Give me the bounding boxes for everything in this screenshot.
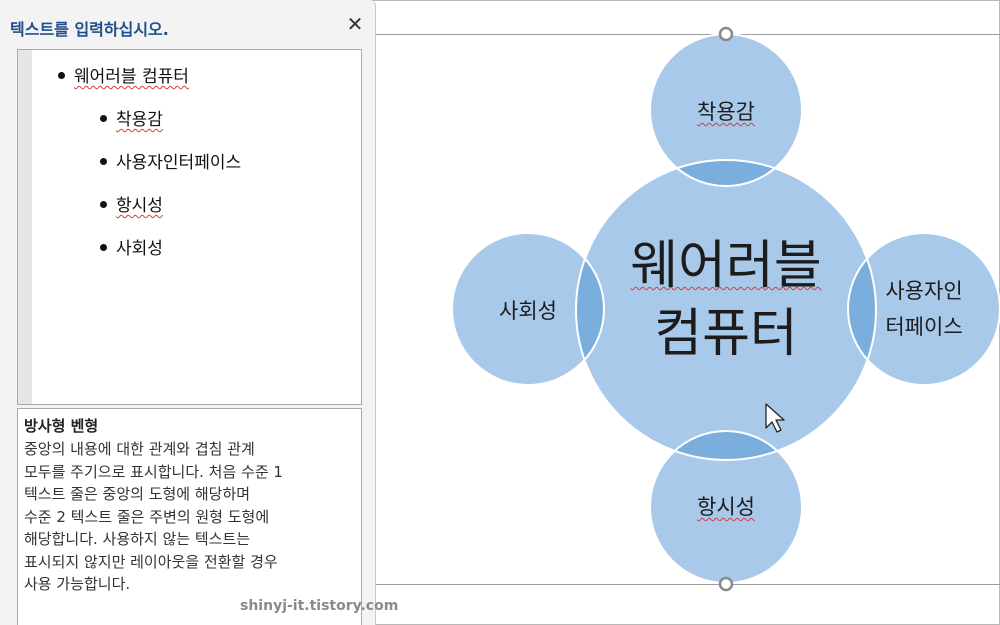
desc-line: 모두를 주기으로 표시합니다. 처음 수준 1 (24, 462, 283, 481)
bullet-icon (100, 200, 107, 208)
list-item-level2[interactable]: 착용감 (100, 105, 163, 130)
label-center-line2: 컴퓨터 (654, 304, 798, 364)
bullet-icon (58, 71, 65, 79)
outline-left (451, 232, 605, 386)
watermark: shinyj-it.tistory.com (240, 598, 399, 614)
bullet-icon (100, 114, 107, 122)
text-pane: 텍스트를 입력하십시오. ✕ 웨어러블 컴퓨터 착용감 사용자인터페이스 항시성… (0, 0, 376, 625)
outline-right (847, 232, 1000, 386)
label-bottom[interactable]: 항시성 (666, 491, 786, 521)
desc-line: 중앙의 내용에 대한 관계와 겹침 관계 (24, 440, 255, 458)
layout-description-body: 중앙의 내용에 대한 관계와 겹침 관계 모두를 주기으로 표시합니다. 처음 … (24, 438, 360, 596)
circle-bottom[interactable] (650, 431, 802, 583)
outline-center (575, 159, 877, 461)
label-right[interactable]: 사용자인 터페이스 (862, 273, 986, 345)
selection-border-bottom (376, 584, 1000, 585)
label-top-text: 착용감 (697, 100, 755, 124)
text-pane-title: 텍스트를 입력하십시오. (10, 20, 169, 39)
layout-description: 방사형 벤형 중앙의 내용에 대한 관계와 겹침 관계 모두를 주기으로 표시합… (17, 408, 362, 625)
circle-top[interactable] (650, 34, 802, 186)
label-left-text: 사회성 (499, 299, 557, 323)
list-item-text: 항시성 (116, 196, 163, 216)
bullet-icon (100, 243, 107, 251)
circle-center[interactable] (576, 160, 876, 460)
label-center-line1: 웨어러블 (630, 236, 822, 296)
label-right-line2: 터페이스 (885, 315, 963, 339)
desc-line: 사용 가능합니다. (24, 575, 131, 593)
selection-border-top (376, 34, 1000, 35)
text-edit-area[interactable]: 웨어러블 컴퓨터 착용감 사용자인터페이스 항시성 사회성 (17, 49, 362, 405)
label-left[interactable]: 사회성 (468, 295, 588, 325)
list-item-level1[interactable]: 웨어러블 컴퓨터 (58, 62, 189, 87)
resize-handle-top[interactable] (718, 26, 734, 42)
close-button[interactable]: ✕ (346, 12, 364, 36)
list-item-text: 웨어러블 컴퓨터 (74, 67, 189, 87)
radial-venn-diagram[interactable] (376, 0, 1000, 625)
label-center[interactable]: 웨어러블 컴퓨터 (576, 232, 876, 368)
list-item-level2[interactable]: 사회성 (100, 234, 163, 259)
resize-handle-bottom[interactable] (718, 576, 734, 592)
mouse-pointer-icon (765, 403, 785, 433)
desc-line: 수준 2 텍스트 줄은 주변의 원형 도형에 (24, 507, 270, 526)
desc-line: 텍스트 줄은 중앙의 도형에 해당하며 (24, 485, 251, 503)
label-bottom-text: 항시성 (697, 495, 755, 519)
circle-right[interactable] (848, 233, 1000, 385)
layout-description-title: 방사형 벤형 (24, 417, 99, 435)
label-top[interactable]: 착용감 (666, 96, 786, 126)
circle-left[interactable] (452, 233, 604, 385)
list-item-text: 사용자인터페이스 (116, 153, 242, 173)
bullet-icon (100, 157, 107, 165)
list-item-text: 착용감 (116, 110, 163, 130)
list-item-level2[interactable]: 항시성 (100, 191, 163, 216)
desc-line: 해당합니다. 사용하지 않는 텍스트는 (24, 530, 251, 548)
desc-line: 표시되지 않지만 레이아웃을 전환할 경우 (24, 552, 278, 571)
list-item-level2[interactable]: 사용자인터페이스 (100, 148, 241, 173)
list-item-text: 사회성 (116, 239, 163, 259)
text-edit-rail (18, 50, 32, 404)
diagram-canvas[interactable]: 웨어러블 컴퓨터 착용감 사용자인 터페이스 항시성 사회성 (376, 0, 1000, 625)
label-right-line1: 사용자인 (885, 279, 963, 303)
